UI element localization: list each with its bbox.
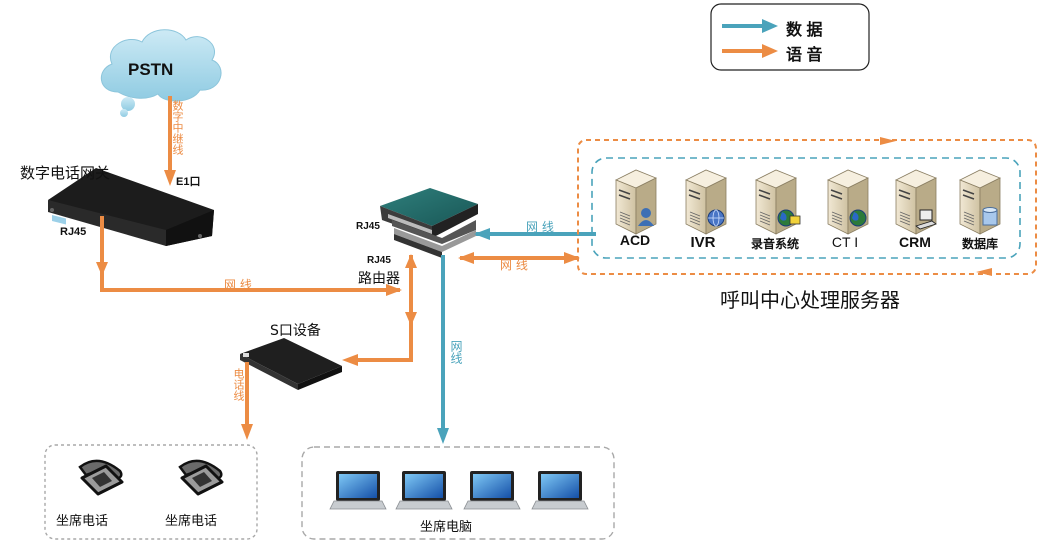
router-rj45-bottom-label: RJ45: [367, 255, 391, 266]
phones-arrow-icon: [241, 424, 253, 440]
phones-group-boundary: [44, 444, 258, 540]
server-label-database: 数据库: [961, 237, 998, 251]
server-5-icon: [895, 169, 937, 235]
phone-label-1: 坐席电话: [56, 514, 109, 529]
desk-phone-1-icon: [78, 459, 124, 496]
router-pcs-link-label: 网线: [449, 340, 463, 364]
user-badge-icon: [641, 208, 651, 218]
gateway-router-link-label: 网 线: [224, 278, 252, 292]
desk-phone-2-icon: [178, 459, 224, 496]
pcs-arrow-icon: [437, 428, 449, 444]
computer-badge-icon: [919, 209, 933, 221]
pcs-group-label: 坐席电脑: [420, 520, 473, 535]
server-label-cti: CT I: [831, 234, 859, 250]
boundary-arrow-top-icon: [880, 137, 896, 145]
pstn-cloud-icon: [101, 29, 222, 117]
gateway-device-icon: [48, 168, 214, 246]
boundary-arrow-bottom-icon: [976, 268, 992, 276]
folder-badge-icon: [789, 215, 801, 225]
pstn-label: PSTN: [128, 60, 174, 79]
servers-voice-boundary: [577, 139, 1037, 275]
phone-label-2: 坐席电话: [165, 514, 218, 529]
server-4-icon: [827, 169, 869, 235]
voice-left-arrow-icon: [458, 252, 474, 264]
legend-voice-label: 语 音: [786, 47, 823, 64]
server-label-ivr: IVR: [690, 234, 716, 251]
s-device-icon: [240, 338, 342, 390]
server-2-icon: [685, 169, 727, 235]
laptop-3-icon: [463, 471, 521, 510]
laptop-2-icon: [395, 471, 453, 510]
servers-data-boundary: [591, 157, 1021, 259]
trunk-arrow-icon: [164, 170, 176, 186]
legend-voice-arrow-icon: [762, 44, 778, 58]
router-up-arrow-icon: [405, 254, 417, 268]
server-label-acd: ACD: [619, 232, 651, 248]
pcs-group-boundary: [301, 446, 615, 540]
gateway-router-arrow-icon: [386, 284, 402, 296]
legend: [710, 3, 870, 71]
laptop-1-icon: [329, 471, 387, 510]
voice-right-arrow-icon: [564, 252, 580, 264]
gateway-down-arrow-icon: [96, 262, 108, 276]
laptop-4-icon: [531, 471, 589, 510]
router-down-arrow-icon: [405, 312, 417, 326]
router-title: 路由器: [358, 271, 400, 287]
server-label-crm: CRM: [899, 234, 931, 250]
router-device-icon: [380, 188, 478, 258]
legend-data-label: 数 据: [786, 22, 823, 39]
server-6-icon: [959, 169, 1001, 235]
sdevice-arrow-icon: [342, 354, 358, 366]
sdevice-phones-link-label: 电话线: [232, 368, 245, 401]
router-servers-voice-label: 网 线: [500, 258, 528, 272]
gateway-rj45-label: RJ45: [60, 226, 87, 238]
data-arrow-icon: [474, 228, 490, 240]
server-1-icon: [615, 169, 657, 235]
gateway-title: 数字电话网关: [20, 164, 111, 182]
server-3-icon: [755, 169, 801, 235]
gateway-e1-label: E1口: [176, 176, 201, 188]
legend-data-arrow-icon: [762, 19, 778, 33]
trunk-line-label: 数字中继线: [171, 100, 184, 155]
router-rj45-top-label: RJ45: [356, 221, 380, 232]
gateway-router-line: [100, 216, 400, 292]
server-label-recording: 录音系统: [750, 237, 799, 251]
servers-router-data-label: 网 线: [526, 220, 554, 234]
s-device-title: S口设备: [270, 323, 321, 339]
servers-group-title: 呼叫中心处理服务器: [720, 288, 900, 312]
